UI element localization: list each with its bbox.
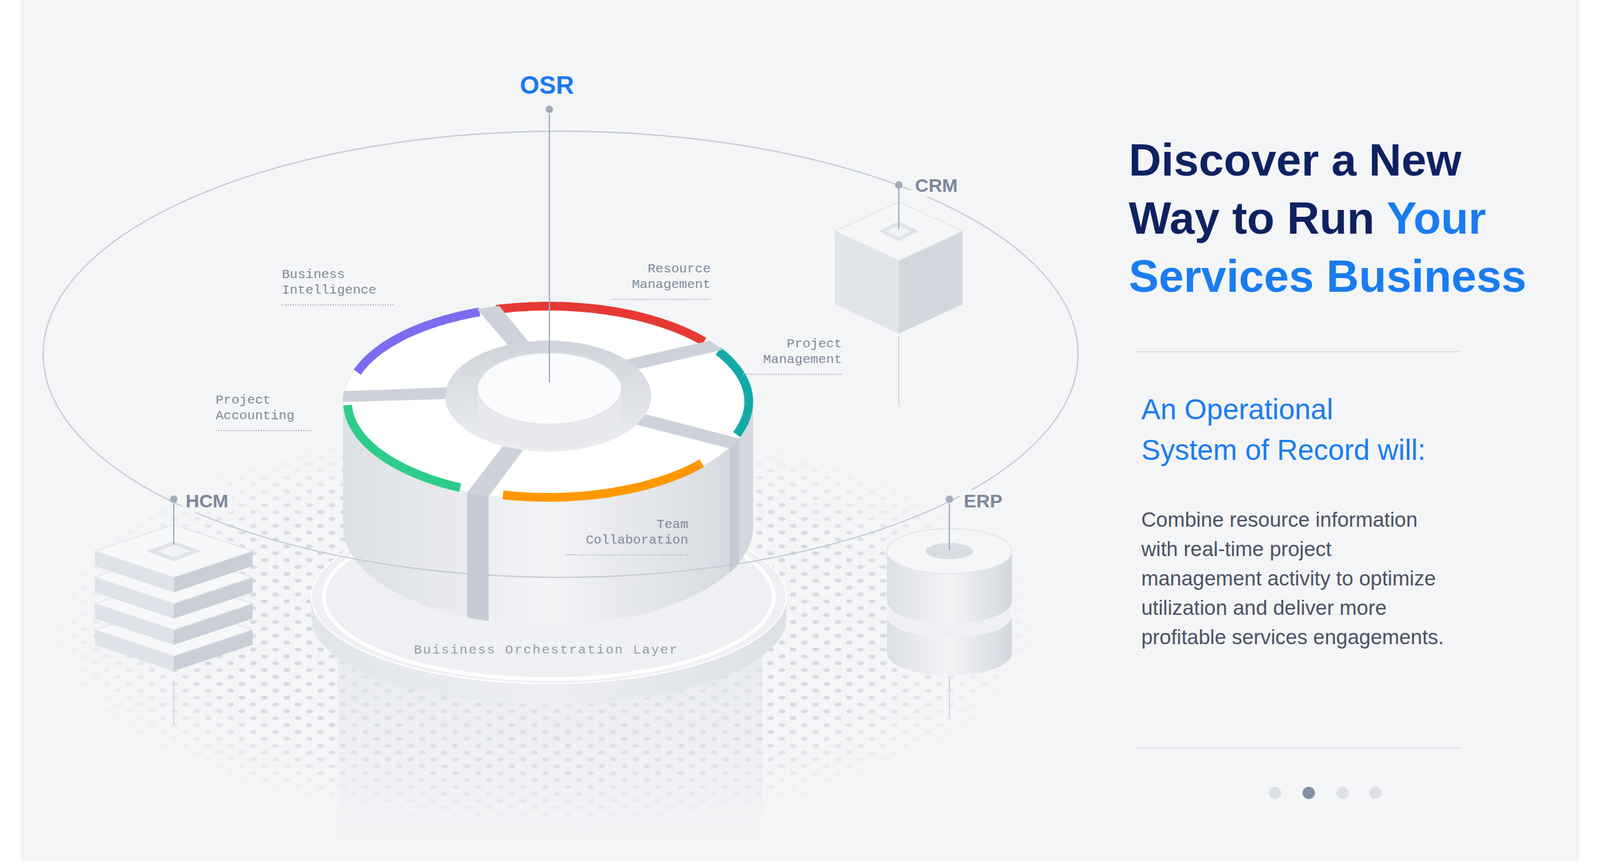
segment-arc bbox=[347, 405, 460, 488]
segment-divider bbox=[476, 306, 529, 346]
divider-wall bbox=[729, 438, 740, 574]
segment-divider bbox=[466, 446, 524, 497]
body-text: Combine resource information with real-t… bbox=[1141, 505, 1457, 652]
label-slot: Combine resource information with real-t… bbox=[1141, 505, 1457, 652]
pager-dot bbox=[1268, 786, 1282, 800]
segment-divider bbox=[636, 414, 739, 449]
label-slot: An Operational System of Record will: bbox=[1141, 389, 1435, 471]
ring-top bbox=[343, 303, 754, 500]
system-name: HCM bbox=[181, 490, 232, 513]
module-label: Business Intelligence bbox=[281, 266, 394, 306]
leader-line bbox=[173, 681, 175, 725]
label-slot: Business Intelligence bbox=[281, 266, 394, 306]
system-title: OSR bbox=[516, 70, 579, 100]
pager-dot bbox=[1369, 786, 1382, 800]
segment-arc bbox=[503, 463, 702, 498]
layer-label: Buisiness Orchestration Layer bbox=[413, 642, 679, 659]
module-label: Project Management bbox=[743, 336, 842, 375]
module-label: Team Collaboration bbox=[565, 516, 689, 556]
osr-ring bbox=[311, 303, 787, 861]
system-name: OSR bbox=[516, 70, 579, 100]
leader-dot bbox=[545, 105, 554, 114]
system-name: ERP bbox=[960, 490, 1007, 513]
divider-rule bbox=[1136, 747, 1460, 749]
segment-divider bbox=[626, 340, 724, 370]
subheading: An Operational System of Record will: bbox=[1141, 389, 1435, 471]
label-slot: Project Accounting bbox=[215, 392, 312, 432]
divider-wall bbox=[466, 492, 489, 622]
pager-dot-active bbox=[1302, 786, 1315, 800]
layer-hole-inner bbox=[157, 545, 190, 558]
divider-rule bbox=[1136, 351, 1460, 353]
label-slot: Buisiness Orchestration Layer bbox=[413, 642, 679, 659]
label-slot: Resource Management bbox=[611, 261, 711, 300]
leader-line bbox=[898, 188, 900, 229]
module-label: Project Accounting bbox=[215, 392, 312, 432]
panel-background bbox=[20, 0, 1580, 861]
leader-line bbox=[548, 113, 550, 383]
module-label: Resource Management bbox=[611, 261, 711, 300]
system-name: CRM bbox=[911, 174, 962, 197]
segment-arc bbox=[496, 306, 705, 342]
segment-arc bbox=[718, 351, 749, 435]
system-label: ERP bbox=[960, 490, 1007, 513]
leader-line bbox=[173, 503, 175, 545]
segment-divider bbox=[342, 387, 447, 402]
orbit-ellipse bbox=[43, 131, 1079, 578]
leader-line bbox=[898, 336, 900, 407]
leader-line bbox=[948, 503, 950, 550]
label-slot: Project Management bbox=[743, 336, 842, 375]
leader-line bbox=[948, 678, 950, 719]
leader-dot bbox=[945, 495, 954, 504]
segment-arc bbox=[357, 311, 480, 372]
leader-dot bbox=[895, 181, 903, 189]
system-label: HCM bbox=[181, 490, 232, 513]
label-slot: Team Collaboration bbox=[565, 516, 689, 556]
pager-dot bbox=[1336, 786, 1349, 800]
system-label: CRM bbox=[911, 174, 962, 197]
heading: Discover a New Way to RunYour Services B… bbox=[1128, 131, 1548, 306]
ring-recess bbox=[445, 340, 652, 452]
satellite-systems bbox=[95, 105, 1012, 725]
leader-dot bbox=[170, 495, 178, 504]
